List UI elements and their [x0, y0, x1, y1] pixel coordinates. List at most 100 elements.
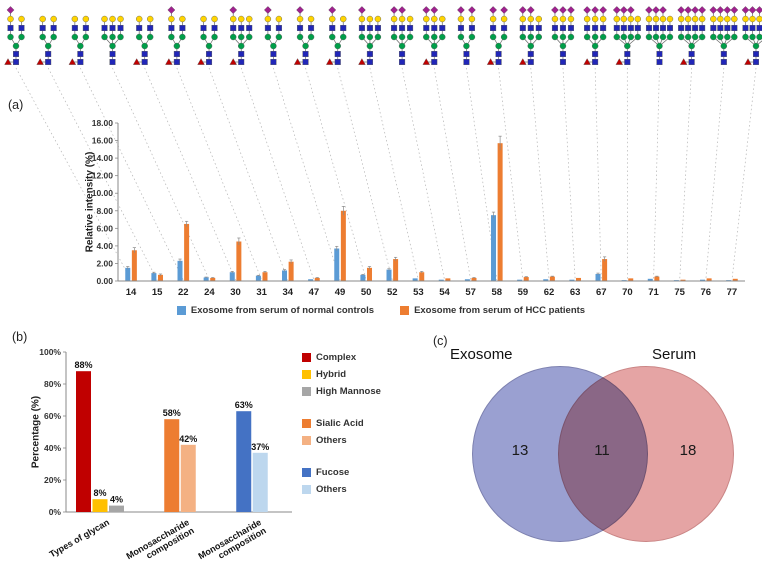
panel-b-label: (b)	[12, 330, 28, 344]
bar-normal	[438, 279, 444, 281]
bar-normal	[255, 275, 261, 281]
bar-normal	[595, 273, 601, 281]
x-axis-category-label: 24	[204, 287, 215, 298]
glycan-structure	[358, 6, 382, 66]
legend-swatch	[302, 387, 311, 396]
x-axis-category-label: 71	[648, 287, 659, 298]
panel-a-y-axis-title: Relative intensity (%)	[84, 151, 96, 253]
venn-left-count: 13	[511, 442, 529, 459]
glycan-structure	[132, 15, 154, 66]
glycan-structure	[197, 15, 218, 66]
glycan-structure	[457, 6, 476, 66]
x-axis-category-label: 47	[309, 287, 320, 298]
bar-hcc	[184, 223, 190, 281]
y-axis-tick-label: 10.00	[92, 188, 114, 198]
bar-hcc	[314, 277, 320, 281]
bar-hcc	[288, 261, 294, 281]
legend-item: Sialic Acid	[302, 415, 381, 432]
y-axis-tick-label: 20%	[44, 475, 61, 485]
x-axis-category-label: 14	[126, 287, 137, 298]
y-axis-tick-label: 2.00	[96, 258, 113, 268]
x-axis-category-label: 77	[727, 287, 738, 298]
legend-label: Others	[316, 484, 347, 495]
x-axis-category-label: 54	[439, 287, 450, 298]
bar-hcc	[654, 276, 660, 281]
bar-hcc	[366, 267, 372, 281]
glycan-structure	[325, 6, 347, 66]
glycan-structure	[518, 6, 542, 66]
legend-label: Exosome from serum of normal controls	[190, 305, 375, 316]
glycan-structure	[583, 6, 608, 66]
y-axis-tick-label: 80%	[44, 379, 61, 389]
legend-swatch	[400, 306, 410, 315]
y-axis-tick-label: 0%	[49, 507, 62, 517]
legend-swatch	[302, 419, 311, 428]
x-axis-category-label: 34	[283, 287, 294, 298]
glycan-structure	[422, 6, 446, 66]
glycan-structure	[101, 15, 124, 66]
bar-normal	[334, 248, 340, 281]
bar-hcc	[262, 272, 268, 281]
legend-label: Exosome from serum of HCC patients	[414, 305, 586, 316]
x-axis-category-label: 22	[178, 287, 189, 298]
bar-hcc	[497, 143, 503, 281]
x-axis-category-label: 49	[335, 287, 346, 298]
bar-hcc	[602, 259, 608, 281]
venn-right-title: Serum	[652, 346, 697, 363]
glycan-structure	[68, 15, 90, 66]
x-axis-category-label: 67	[596, 287, 607, 298]
glycan-structure	[709, 6, 739, 66]
panel-b-chart: 0%20%40%60%80%100%88%8%4%Types of glycan…	[39, 347, 292, 566]
bar-normal	[647, 278, 653, 281]
y-axis-tick-label: 100%	[39, 347, 61, 357]
legend-item: Others	[302, 481, 381, 498]
bar-others	[252, 452, 268, 512]
bar-hcc	[340, 210, 346, 281]
bar-normal	[517, 279, 523, 281]
x-axis-category-label: 70	[622, 287, 633, 298]
legend-label: Fucose	[316, 467, 350, 478]
venn-left-title: Exosome	[450, 346, 513, 363]
bar-fucose	[236, 411, 252, 512]
bar-hcc	[680, 279, 686, 281]
legend-swatch	[302, 485, 311, 494]
legend-label: Sialic Acid	[316, 418, 364, 429]
glycan-structure	[165, 6, 186, 66]
x-axis-category-label: 63	[570, 287, 581, 298]
legend-item: Exosome from serum of normal controls	[176, 305, 375, 316]
glycan-structure	[229, 6, 253, 66]
bar-hcc	[549, 276, 555, 281]
legend-label: Complex	[316, 352, 357, 363]
bar-value-label: 4%	[110, 495, 123, 505]
bar-value-label: 37%	[251, 442, 269, 452]
glycan-structure	[486, 6, 508, 66]
x-axis-category-label: 15	[152, 287, 163, 298]
legend-swatch	[176, 306, 186, 315]
bar-hcc	[628, 278, 634, 281]
bar-high-mannose	[109, 505, 124, 512]
x-axis-category-label: Monosaccharidecomposition	[124, 517, 195, 566]
y-axis-tick-label: 14.00	[92, 153, 114, 163]
bar-normal	[308, 279, 314, 281]
y-axis-tick-label: 6.00	[96, 223, 113, 233]
bar-normal	[700, 279, 706, 281]
x-axis-category-label: 53	[413, 287, 424, 298]
bar-complex	[76, 371, 91, 512]
panel-a-legend: Exosome from serum of normal controls Exo…	[0, 305, 762, 316]
x-axis-category-label: 76	[701, 287, 712, 298]
bar-value-label: 63%	[235, 400, 253, 410]
legend-swatch	[302, 436, 311, 445]
bar-normal	[543, 279, 549, 281]
x-axis-category-label: 30	[230, 287, 241, 298]
bar-sialic-acid	[164, 419, 180, 512]
glycan-structure	[390, 6, 414, 66]
legend-label: High Mannose	[316, 386, 381, 397]
y-axis-tick-label: 16.00	[92, 136, 114, 146]
x-axis-category-label: Monosaccharidecomposition	[196, 517, 267, 566]
y-axis-tick-label: 18.00	[92, 118, 114, 128]
bar-normal	[125, 267, 131, 281]
bar-normal	[412, 278, 418, 281]
